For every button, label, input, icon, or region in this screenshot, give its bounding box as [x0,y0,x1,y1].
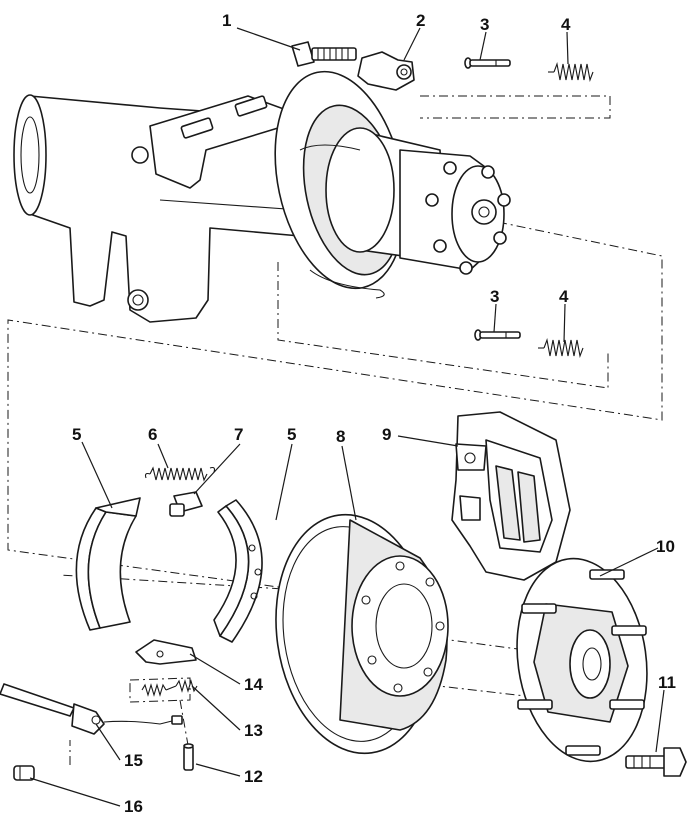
callout-9: 9 [382,425,391,444]
callout-5-right: 5 [287,425,296,444]
callout-2: 2 [416,11,425,30]
brake-caliper-part-9 [451,411,571,581]
hub-flange-part-10 [516,557,648,763]
bracket-part-2 [357,51,415,91]
brake-disc-part-8 [275,513,449,755]
callout-3-top: 3 [480,15,489,34]
bolt-part-11 [625,747,687,777]
spring-part-13 [141,679,198,697]
bolt-part-1 [291,41,357,67]
callout-10: 10 [656,537,675,556]
grommet-part-16 [13,765,35,781]
callout-3-mid: 3 [490,287,499,306]
spring-part-4-top [548,61,594,83]
callout-5-left: 5 [72,425,81,444]
callout-12: 12 [244,767,263,786]
pin-part-12 [183,743,194,771]
callout-labels: 1 2 3 4 3 4 5 6 7 5 8 9 10 11 12 13 14 1… [72,11,676,816]
callout-4-top: 4 [561,15,571,34]
adjuster-part-7 [169,491,203,517]
callout-15: 15 [124,751,143,770]
disc-bolt-holes [361,561,445,693]
hub-bolts [425,161,511,275]
callout-1: 1 [222,11,231,30]
brake-shoe-part-5-right [213,499,263,643]
callout-16: 16 [124,797,143,816]
callout-7: 7 [234,425,243,444]
retaining-pin-part-3-top [464,57,511,69]
callout-14: 14 [244,675,263,694]
retaining-pin-part-3-mid [474,329,521,341]
backing-plate-hub [274,70,511,299]
axle-housing [13,94,301,323]
leader-lines [29,27,665,807]
callout-6: 6 [148,425,157,444]
callout-8: 8 [336,427,345,446]
return-spring-part-6 [144,466,216,482]
callout-13: 13 [244,721,263,740]
wheel-studs [517,569,647,756]
lever-part-14 [135,639,197,665]
spring-part-4-mid [538,337,584,359]
callout-11: 11 [658,673,676,692]
callout-4-mid: 4 [559,287,569,306]
brake-shoe-part-5-left [75,497,141,631]
